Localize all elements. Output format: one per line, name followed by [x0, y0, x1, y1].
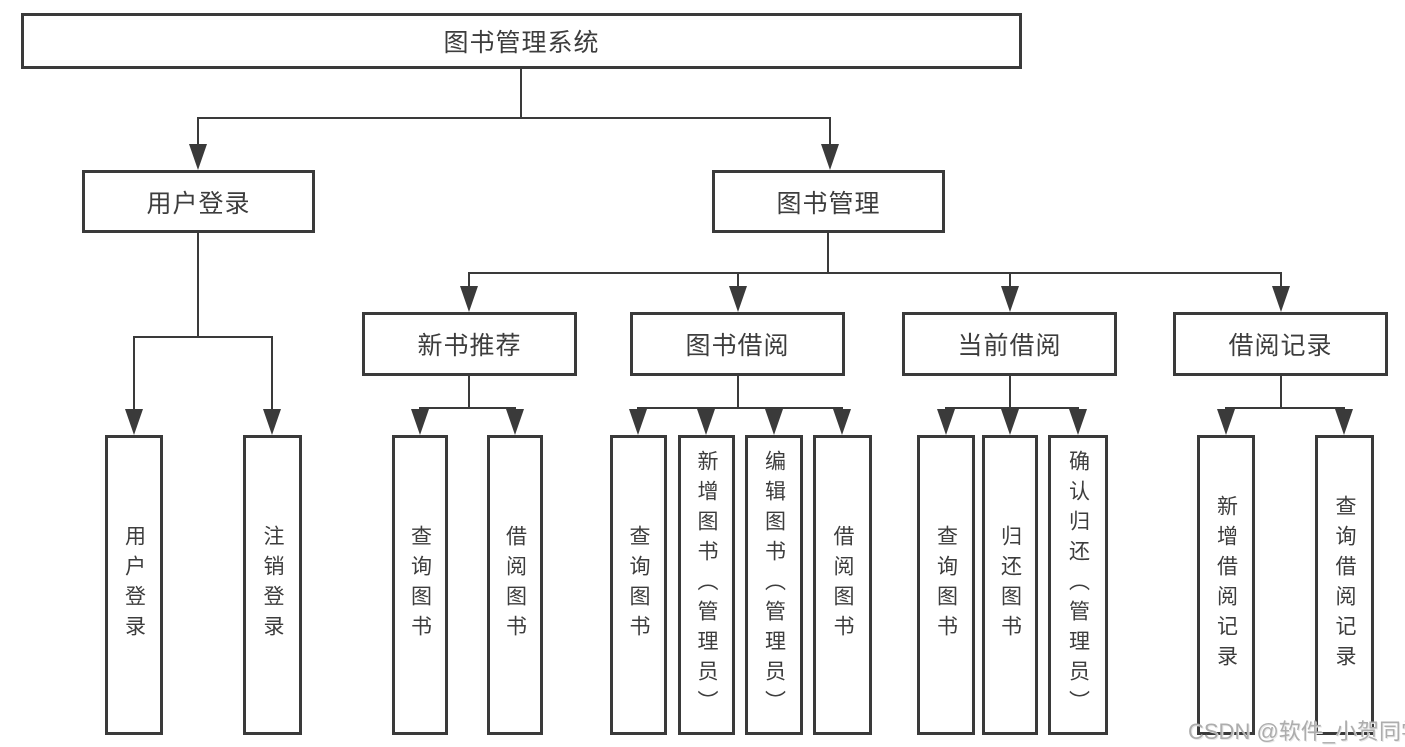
node-add-books-admin-label: 新增图书（管理员） — [695, 450, 718, 720]
node-borrow-books-1: 借阅图书 — [487, 435, 543, 735]
node-book-borrow: 图书借阅 — [630, 312, 845, 376]
arrowhead-icon — [460, 286, 478, 312]
node-query-borrow-record-label: 查询借阅记录 — [1333, 495, 1356, 675]
node-borrow-records-label: 借阅记录 — [1228, 332, 1333, 360]
connector-line — [197, 117, 831, 119]
connector-line — [133, 337, 135, 411]
arrowhead-icon — [821, 144, 839, 170]
arrowhead-icon — [1001, 286, 1019, 312]
watermark-text: CSDN @软件_小贺同学 — [1188, 719, 1405, 744]
node-borrow-books-2-label: 借阅图书 — [831, 525, 854, 645]
connector-line — [1009, 376, 1011, 409]
connector-line — [271, 337, 273, 411]
node-root-label: 图书管理系统 — [443, 29, 600, 57]
node-edit-books-admin: 编辑图书（管理员） — [745, 435, 803, 735]
arrowhead-icon — [411, 409, 429, 435]
arrowhead-icon — [1272, 286, 1290, 312]
node-query-books-3-label: 查询图书 — [934, 525, 958, 645]
node-logout-label: 注销登录 — [261, 525, 284, 645]
connector-line — [737, 376, 739, 409]
arrowhead-icon — [937, 409, 955, 435]
arrowhead-icon — [263, 409, 281, 435]
node-return-books: 归还图书 — [982, 435, 1038, 735]
arrowhead-icon — [1335, 409, 1353, 435]
node-current-borrow: 当前借阅 — [902, 312, 1117, 376]
arrowhead-icon — [1001, 409, 1019, 435]
connector-line — [468, 272, 1282, 274]
connector-line — [133, 336, 273, 338]
node-book-management: 图书管理 — [712, 170, 945, 233]
arrowhead-icon — [765, 409, 783, 435]
connector-line — [1225, 407, 1345, 409]
node-user-login-branch: 用户登录 — [82, 170, 315, 233]
connector-line — [637, 407, 843, 409]
node-borrow-records: 借阅记录 — [1173, 312, 1388, 376]
node-add-borrow-record-label: 新增借阅记录 — [1214, 495, 1238, 675]
node-user-login-branch-label: 用户登录 — [146, 189, 251, 218]
node-query-books-2: 查询图书 — [610, 435, 667, 735]
node-borrow-books-1-label: 借阅图书 — [503, 525, 527, 645]
node-add-books-admin: 新增图书（管理员） — [678, 435, 735, 735]
node-query-books-3: 查询图书 — [917, 435, 975, 735]
node-user-login: 用户登录 — [105, 435, 163, 735]
connector-line — [468, 273, 470, 288]
node-edit-books-admin-label: 编辑图书（管理员） — [762, 450, 786, 720]
connector-line — [1280, 273, 1282, 288]
node-borrow-books-2: 借阅图书 — [813, 435, 872, 735]
node-logout: 注销登录 — [243, 435, 302, 735]
node-new-book-recommend: 新书推荐 — [362, 312, 577, 376]
connector-line — [419, 407, 516, 409]
connector-line — [197, 233, 199, 338]
connector-line — [737, 273, 739, 288]
connector-line — [829, 118, 831, 146]
arrowhead-icon — [629, 409, 647, 435]
connector-line — [1280, 376, 1282, 409]
connector-line — [468, 376, 470, 409]
node-current-borrow-label: 当前借阅 — [957, 332, 1062, 360]
node-root: 图书管理系统 — [21, 13, 1022, 69]
arrowhead-icon — [125, 409, 143, 435]
node-book-management-label: 图书管理 — [776, 189, 881, 218]
node-query-books-1: 查询图书 — [392, 435, 448, 735]
node-query-books-2-label: 查询图书 — [627, 525, 650, 645]
node-new-book-recommend-label: 新书推荐 — [417, 332, 522, 360]
node-confirm-return-admin: 确认归还（管理员） — [1048, 435, 1108, 735]
node-return-books-label: 归还图书 — [998, 525, 1022, 645]
node-query-borrow-record: 查询借阅记录 — [1315, 435, 1374, 735]
connector-line — [945, 407, 1079, 409]
arrowhead-icon — [506, 409, 524, 435]
arrowhead-icon — [1217, 409, 1235, 435]
node-query-books-1-label: 查询图书 — [408, 525, 432, 645]
arrowhead-icon — [189, 144, 207, 170]
connector-line — [197, 118, 199, 146]
connector-line — [1009, 273, 1011, 288]
node-add-borrow-record: 新增借阅记录 — [1197, 435, 1255, 735]
node-book-borrow-label: 图书借阅 — [685, 332, 790, 360]
arrowhead-icon — [697, 409, 715, 435]
arrowhead-icon — [833, 409, 851, 435]
arrowhead-icon — [1069, 409, 1087, 435]
arrowhead-icon — [729, 286, 747, 312]
connector-line — [520, 69, 522, 119]
node-user-login-label: 用户登录 — [122, 525, 146, 645]
connector-line — [827, 233, 829, 274]
node-confirm-return-admin-label: 确认归还（管理员） — [1066, 450, 1090, 720]
